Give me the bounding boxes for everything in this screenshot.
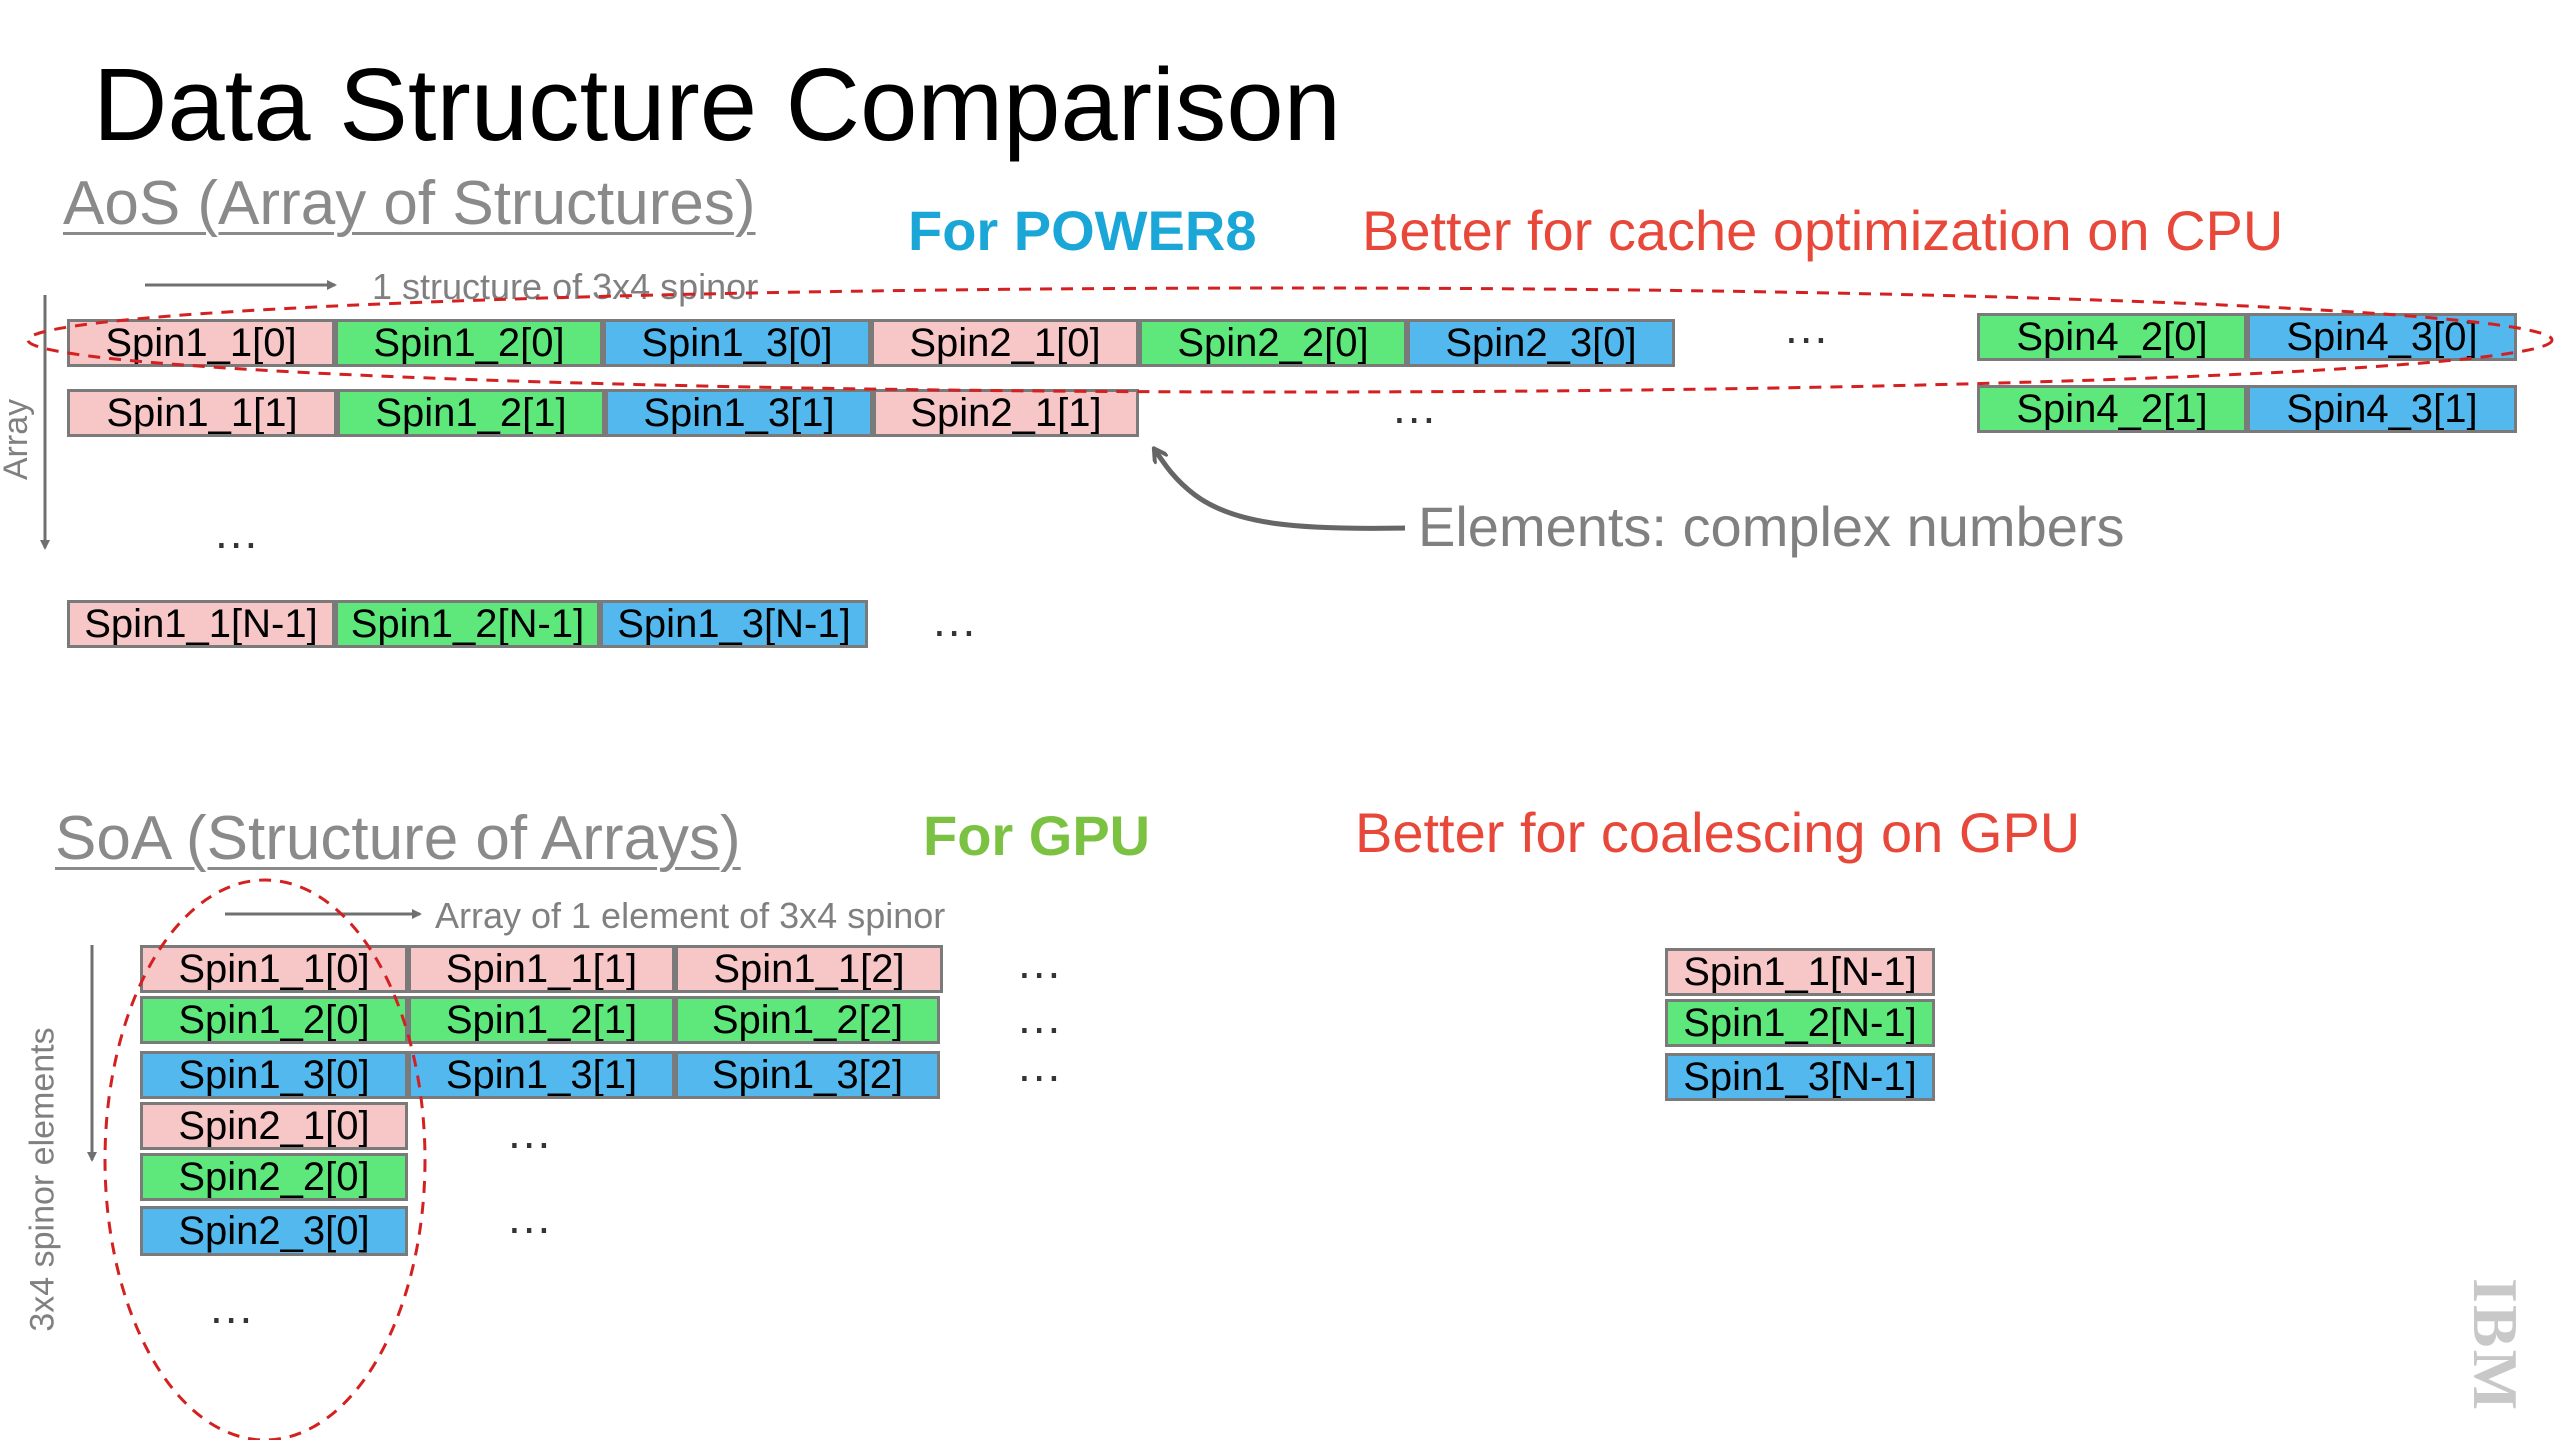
soa-spin1-2-ellipsis: ... bbox=[1018, 991, 1063, 1043]
aos-platform-label: For POWER8 bbox=[908, 199, 1257, 262]
soa-last-column-cell: Spin1_1[N-1] bbox=[1665, 948, 1935, 996]
aos-row1-cell: Spin2_1[1] bbox=[873, 389, 1139, 437]
soa-spin1-1-ellipsis: ... bbox=[1018, 936, 1063, 988]
aos-row0-tail-cell: Spin4_2[0] bbox=[1977, 313, 2247, 361]
soa-spin1-3-cell: Spin1_3[1] bbox=[408, 1051, 675, 1099]
aos-row1-cell: Spin1_1[1] bbox=[67, 389, 337, 437]
soa-array-label: Array of 1 element of 3x4 spinor bbox=[435, 895, 946, 936]
aos-row1-cell: Spin1_2[1] bbox=[337, 389, 605, 437]
aos-row1-tail-cell: Spin4_3[1] bbox=[2247, 385, 2517, 433]
aos-structure-label: 1 structure of 3x4 spinor bbox=[372, 266, 759, 307]
aos-row0-ellipsis: ... bbox=[1785, 301, 1830, 353]
aos-rowN-ellipsis: ... bbox=[933, 594, 978, 646]
soa-last-column-cell: Spin1_2[N-1] bbox=[1665, 999, 1935, 1047]
soa-spin2-3-ellipsis: ... bbox=[508, 1191, 553, 1243]
ibm-logo: IBM bbox=[2460, 1278, 2531, 1412]
aos-row0-cell: Spin1_3[0] bbox=[603, 319, 871, 367]
soa-column-ellipsis: ... bbox=[210, 1281, 255, 1333]
soa-spin1-1-cell: Spin1_1[1] bbox=[408, 945, 675, 993]
soa-elements-label: 3x4 spinor elements bbox=[23, 1027, 62, 1332]
soa-heading: SoA (Structure of Arrays) bbox=[55, 804, 741, 873]
aos-heading: AoS (Array of Structures) bbox=[63, 169, 756, 238]
aos-row0-cell: Spin1_1[0] bbox=[67, 319, 335, 367]
aos-row0-cell: Spin2_2[0] bbox=[1139, 319, 1407, 367]
aos-row1-cell: Spin1_3[1] bbox=[605, 389, 873, 437]
aos-benefit-note: Better for cache optimization on CPU bbox=[1362, 199, 2284, 262]
soa-spin2-3-cell: Spin2_3[0] bbox=[140, 1206, 408, 1256]
soa-spin2-2-cell: Spin2_2[0] bbox=[140, 1153, 408, 1201]
aos-array-label: Array bbox=[0, 398, 36, 481]
aos-elements-callout: Elements: complex numbers bbox=[1418, 495, 2125, 558]
soa-spin1-3-cell: Spin1_3[2] bbox=[675, 1051, 940, 1099]
soa-spin1-2-cell: Spin1_2[2] bbox=[675, 996, 940, 1044]
soa-spin1-3-ellipsis: ... bbox=[1018, 1039, 1063, 1091]
aos-row0-tail-cell: Spin4_3[0] bbox=[2247, 313, 2517, 361]
aos-rowN-cell: Spin1_1[N-1] bbox=[67, 600, 335, 648]
aos-rowN-cell: Spin1_3[N-1] bbox=[600, 600, 868, 648]
soa-spin1-2-cell: Spin1_2[1] bbox=[408, 996, 675, 1044]
aos-row1-ellipsis: ... bbox=[1393, 381, 1438, 433]
callout-arrow bbox=[1155, 450, 1406, 531]
soa-spin2-1-cell: Spin2_1[0] bbox=[140, 1102, 408, 1150]
aos-rows-ellipsis: ... bbox=[215, 506, 260, 558]
soa-spin1-2-cell: Spin1_2[0] bbox=[140, 996, 408, 1044]
soa-platform-label: For GPU bbox=[923, 804, 1151, 867]
soa-spin2-1-ellipsis: ... bbox=[508, 1106, 553, 1158]
aos-row0-cell: Spin2_3[0] bbox=[1407, 319, 1675, 367]
soa-spin1-1-cell: Spin1_1[2] bbox=[675, 945, 943, 993]
soa-benefit-note: Better for coalescing on GPU bbox=[1355, 801, 2081, 864]
page-title: Data Structure Comparison bbox=[93, 47, 1341, 162]
aos-rowN-cell: Spin1_2[N-1] bbox=[335, 600, 600, 648]
aos-row0-cell: Spin2_1[0] bbox=[871, 319, 1139, 367]
soa-spin1-1-cell: Spin1_1[0] bbox=[140, 945, 408, 993]
aos-row1-tail-cell: Spin4_2[1] bbox=[1977, 385, 2247, 433]
soa-last-column-cell: Spin1_3[N-1] bbox=[1665, 1053, 1935, 1101]
soa-spin1-3-cell: Spin1_3[0] bbox=[140, 1051, 408, 1099]
aos-row0-cell: Spin1_2[0] bbox=[335, 319, 603, 367]
